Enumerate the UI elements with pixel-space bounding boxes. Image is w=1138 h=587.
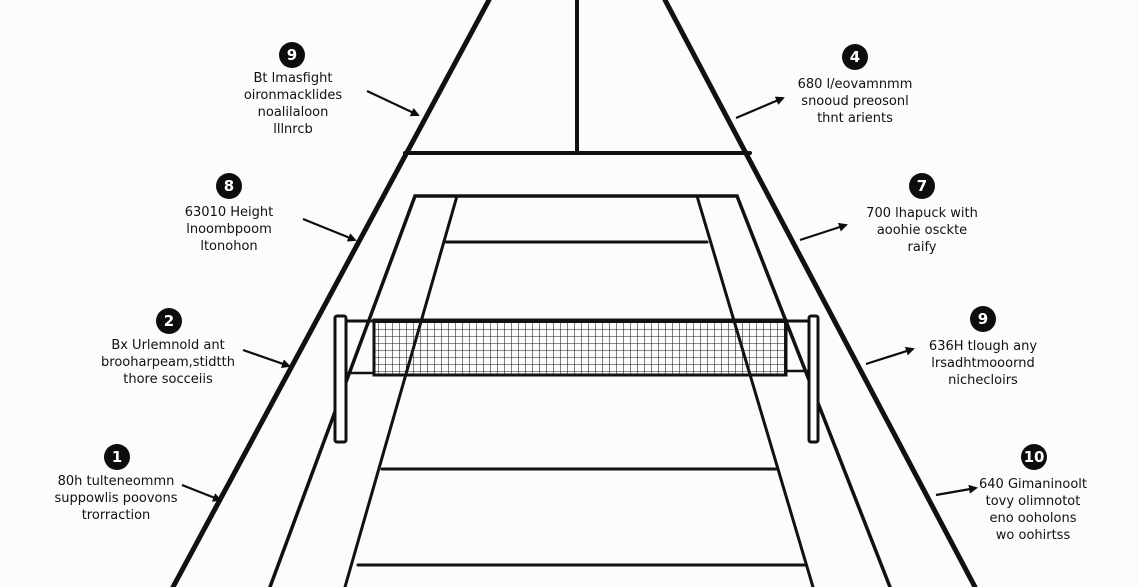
left-sideline <box>170 0 492 587</box>
callout-7-line-3: nichecloirs <box>948 373 1018 388</box>
callout-3-line-1: Bx Urlemnold ant <box>111 338 225 353</box>
arrow-callout-8 <box>935 484 978 497</box>
callout-arrows <box>181 90 978 502</box>
callout-8-label: 640 Gimaninoolt tovy olimnotot eno oohol… <box>943 476 1123 544</box>
callout-5-label: 680 l/eovamnmm snooud preosonl thnt arie… <box>765 76 945 127</box>
callout-7-number-badge: 9 <box>970 306 996 332</box>
callout-5-line-3: thnt arients <box>817 111 893 126</box>
callout-5-line-2: snooud preosonl <box>801 94 909 109</box>
callout-4-line-3: trorraction <box>81 508 151 523</box>
callout-6-label: 700 lhapuck with aoohie osckte raify <box>832 205 1012 256</box>
arrow-callout-4 <box>181 483 222 502</box>
callout-4-label: 80h tulteneommn suppowlis poovons trorra… <box>26 473 206 524</box>
arrow-callout-6 <box>799 222 848 242</box>
right-sideline <box>662 0 978 587</box>
callout-2-line-2: lnoombpoom <box>186 222 272 237</box>
callout-3-line-3: thore socceiis <box>123 372 213 387</box>
callout-1-line-1: Bt lmasfight <box>253 71 333 86</box>
callout-4-line-2: suppowlis poovons <box>54 491 178 506</box>
callout-8-number-badge: 10 <box>1021 444 1047 470</box>
callout-1-line-2: oironmacklides <box>243 88 343 103</box>
callout-8-line-1: 640 Gimaninoolt <box>979 477 1087 492</box>
callout-6-number-badge: 7 <box>909 173 935 199</box>
callout-8-line-2: tovy olimnotot <box>985 494 1081 509</box>
callout-1-label: Bt lmasfight oironmacklides noalilaloon … <box>203 70 383 138</box>
net-post-right <box>807 314 820 444</box>
callout-7-label: 636H tlough any lrsadhtmooornd nichecloi… <box>893 338 1073 389</box>
arrow-callout-5 <box>735 96 785 120</box>
net-post-left <box>333 314 348 444</box>
callout-6-line-1: 700 lhapuck with <box>866 206 978 221</box>
callout-4-number-badge: 1 <box>104 444 130 470</box>
arrow-callout-1 <box>366 90 420 117</box>
callout-8-line-4: wo oohirtss <box>995 528 1071 543</box>
callout-1-number-badge: 9 <box>279 42 305 68</box>
callout-3-number-badge: 2 <box>156 308 182 334</box>
callout-6-line-3: raify <box>907 240 937 255</box>
callout-3-line-2: brooharpeam,stidtth <box>101 355 235 370</box>
callout-2-label: 63010 Height lnoombpoom ltonohon <box>139 204 319 255</box>
callout-2-line-1: 63010 Height <box>184 205 274 220</box>
callout-5-number-badge: 4 <box>842 44 868 70</box>
net <box>333 314 820 444</box>
service-right-line <box>695 194 815 587</box>
arrow-callout-2 <box>302 217 357 242</box>
callout-6-line-2: aoohie osckte <box>876 223 968 238</box>
callout-2-line-3: ltonohon <box>200 239 258 254</box>
arrow-callout-3 <box>242 348 291 368</box>
callout-1-line-4: lllnrcb <box>273 122 313 137</box>
callout-7-line-1: 636H tlough any <box>928 339 1038 354</box>
callout-8-line-3: eno ooholons <box>989 511 1077 526</box>
callout-4-line-1: 80h tulteneommn <box>57 474 175 489</box>
service-left-line <box>343 194 459 587</box>
arrow-callout-7 <box>865 346 915 366</box>
callout-7-line-2: lrsadhtmooornd <box>931 356 1035 371</box>
callout-3-label: Bx Urlemnold ant brooharpeam,stidtth tho… <box>78 337 258 388</box>
callout-1-line-3: noalilaloon <box>257 105 329 120</box>
net-mesh <box>372 318 788 377</box>
callout-5-line-1: 680 l/eovamnmm <box>797 77 913 92</box>
callout-2-number-badge: 8 <box>216 173 242 199</box>
